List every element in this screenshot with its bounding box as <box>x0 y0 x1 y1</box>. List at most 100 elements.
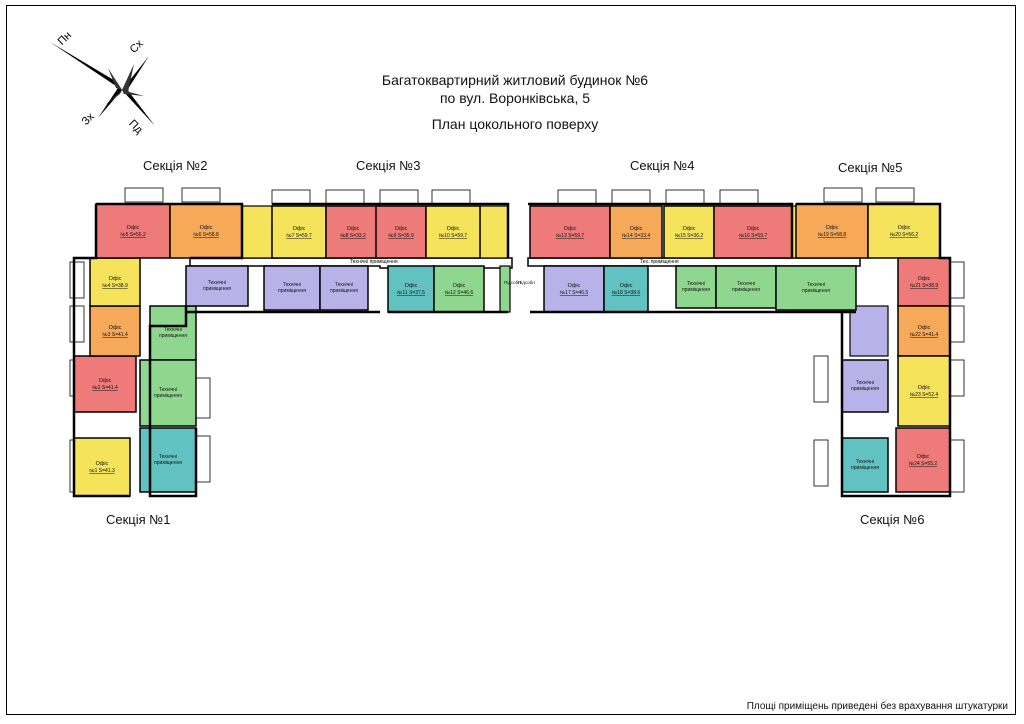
office-room-label: Офіс <box>453 283 466 289</box>
section-3-label: Секція №3 <box>356 158 421 173</box>
outer-wall <box>72 204 130 498</box>
office-room-shape <box>271 205 327 259</box>
office-room-label: Офіс <box>564 226 577 232</box>
office-room-label: Офіс <box>127 225 140 231</box>
office-room-label: Офіс <box>826 225 839 231</box>
office-room-label: Офіс <box>917 454 930 460</box>
office-room-area: №14 S=33.4 <box>622 233 651 239</box>
technical-room-shape <box>263 265 321 311</box>
office-room-label: Офіс <box>747 226 760 232</box>
section-1-label: Секція №1 <box>106 512 171 527</box>
office-room-shape <box>387 265 435 313</box>
office-room-area: №23 S=52.4 <box>910 392 939 398</box>
compass-south: Пд <box>126 118 145 137</box>
technical-room-shape <box>715 265 777 309</box>
office-room-shape <box>73 437 131 497</box>
section-2-label: Секція №2 <box>143 158 208 173</box>
office-room-shape <box>897 257 951 307</box>
compass-rose-icon: Пн Сх Зх Пд <box>50 29 155 137</box>
utility-room <box>479 205 509 259</box>
office-room-label: Офіс <box>109 276 122 282</box>
office-room-area: №17 S=46.5 <box>560 290 589 296</box>
office-room-shape <box>433 265 485 313</box>
office-room-shape <box>897 355 951 427</box>
office-room-area: №7 S=59.7 <box>286 233 312 239</box>
stair-label: Підсобн <box>504 280 521 285</box>
office-room-label: Офіс <box>683 226 696 232</box>
office-room-area: №6 S=58.8 <box>193 232 219 238</box>
outer-wall <box>528 202 794 258</box>
office-room-shape <box>867 203 941 259</box>
office-room-area: №8 S=33.2 <box>340 233 366 239</box>
office-room-label: Офіс <box>347 226 360 232</box>
office-room-shape <box>713 205 793 259</box>
technical-room-shape <box>185 265 249 307</box>
office-room-label: Офіс <box>293 226 306 232</box>
office-room-shape <box>169 203 243 259</box>
compass-west: Зх <box>80 110 97 127</box>
office-room-area: №10 S=59.7 <box>439 233 468 239</box>
utility-room <box>241 205 273 259</box>
compass-north: Пн <box>56 29 74 47</box>
office-room-shape <box>609 205 663 259</box>
office-room-area: №4 S=38.9 <box>102 283 128 289</box>
office-room-area: №24 S=55.2 <box>909 461 938 467</box>
office-room-area: №16 S=59.7 <box>739 233 768 239</box>
office-room-label: Офіс <box>630 226 643 232</box>
office-room-label: Офіс <box>405 283 418 289</box>
footnote: Площі приміщень приведені без врахування… <box>746 701 1008 712</box>
office-room-shape <box>425 205 481 259</box>
office-room-label: Офіс <box>96 461 109 467</box>
office-room-label: Офіс <box>918 385 931 391</box>
office-room-area: №1 S=41.3 <box>89 468 115 474</box>
office-room-label: Офіс <box>568 283 581 289</box>
office-room-label: Офіс <box>918 276 931 282</box>
outer-wall <box>96 202 244 260</box>
technical-room-shape <box>841 437 889 493</box>
office-room-label: Офіс <box>918 325 931 331</box>
technical-room-shape <box>775 265 857 311</box>
office-room-shape <box>663 205 715 259</box>
outer-wall <box>796 202 952 498</box>
office-room-shape <box>95 203 171 259</box>
office-room-shape <box>543 265 605 313</box>
utility-room <box>499 265 511 313</box>
office-room-area: №15 S=36.2 <box>675 233 704 239</box>
office-room-shape <box>895 427 951 493</box>
technical-room-shape <box>319 265 369 311</box>
office-room-shape <box>897 305 951 357</box>
office-room-label: Офіс <box>898 225 911 231</box>
section-6-label: Секція №6 <box>860 512 925 527</box>
